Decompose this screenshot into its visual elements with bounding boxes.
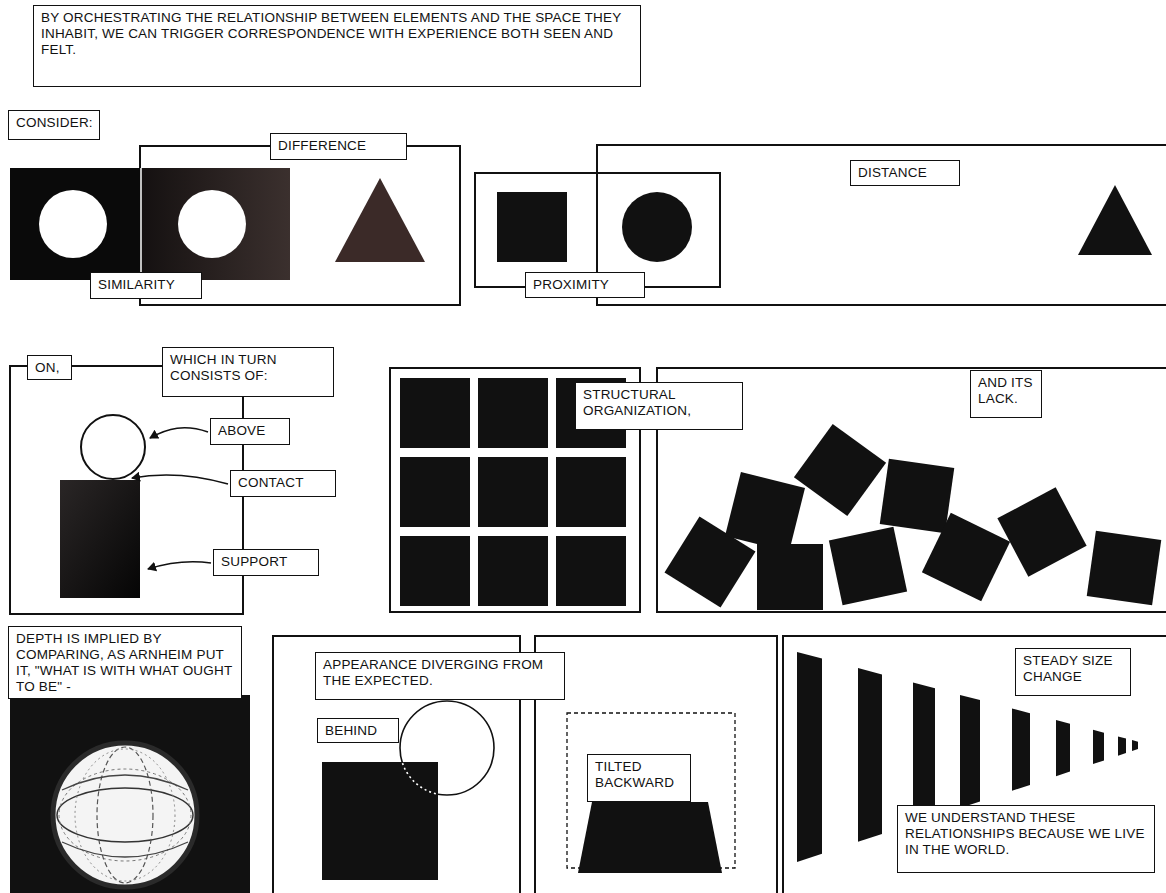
caption-text: PROXIMITY (533, 277, 637, 293)
caption-text: DISTANCE (858, 165, 952, 181)
caption-box: ABOVE (210, 418, 290, 445)
caption-box: APPEARANCE DIVERGING FROM THE EXPECTED. (315, 652, 565, 700)
grid-square (400, 457, 470, 527)
caption-box: DIFFERENCE (270, 133, 407, 160)
support-block (60, 480, 140, 598)
caption-text: STEADY SIZE CHANGE (1023, 653, 1123, 685)
caption-box: AND ITS LACK. (970, 370, 1042, 418)
grid-square (478, 457, 548, 527)
caption-text: BEHIND (325, 723, 391, 739)
caption-text: ON, (35, 360, 64, 376)
grid-square (400, 536, 470, 606)
caption-text: WHICH IN TURN CONSISTS OF: (170, 352, 326, 384)
scattered-square (757, 544, 823, 610)
caption-box: SUPPORT (213, 549, 319, 576)
sphere-ring (62, 775, 188, 790)
panel-border (597, 145, 1166, 305)
caption-box: STRUCTURAL ORGANIZATION, (575, 382, 743, 430)
sphere-ring (75, 749, 175, 881)
scattered-square (1087, 531, 1162, 606)
scattered-square (880, 459, 955, 534)
perspective-bar (1056, 720, 1070, 776)
triangle-shape (1078, 185, 1152, 255)
scattered-square (794, 424, 886, 516)
caption-box: ON, (27, 355, 72, 380)
black-square (322, 762, 438, 880)
caption-box: CONTACT (230, 470, 336, 497)
caption-box: PROXIMITY (525, 272, 645, 298)
white-circle (178, 190, 246, 258)
scattered-square (922, 513, 1010, 601)
leader-arrow (148, 562, 211, 569)
grid-square (556, 536, 626, 606)
sphere-ring (62, 842, 188, 857)
perspective-bar (913, 683, 935, 824)
perspective-bar (1132, 740, 1138, 751)
caption-text: APPEARANCE DIVERGING FROM THE EXPECTED. (323, 657, 557, 689)
caption-text: SUPPORT (221, 554, 311, 570)
panel-border (535, 636, 777, 893)
divider-line (140, 168, 142, 280)
perspective-bar (1118, 736, 1126, 755)
white-circle (39, 190, 107, 258)
caption-box: BEHIND (317, 718, 399, 743)
perspective-bar (1012, 709, 1030, 791)
caption-text: CONSIDER: (16, 115, 92, 131)
caption-text: WE UNDERSTAND THESE RELATIONSHIPS BECAUS… (905, 810, 1147, 858)
caption-box: DEPTH IS IMPLIED BY COMPARING, AS ARNHEI… (8, 626, 242, 699)
caption-text: TILTED BACKWARD (595, 759, 683, 791)
caption-box: WHICH IN TURN CONSISTS OF: (162, 347, 334, 397)
sphere (53, 743, 197, 887)
trapezoid-shape (578, 802, 722, 873)
caption-text: DIFFERENCE (278, 138, 399, 154)
caption-box: DISTANCE (850, 160, 960, 186)
grid-square (400, 378, 470, 448)
caption-box: BY ORCHESTRATING THE RELATIONSHIP BETWEE… (33, 5, 641, 87)
black-circle (622, 192, 692, 262)
perspective-bar (960, 695, 980, 808)
caption-box: SIMILARITY (90, 272, 202, 299)
black-panel (10, 695, 250, 893)
hidden-outline (400, 762, 438, 795)
dark-square (142, 168, 290, 280)
caption-text: ABOVE (218, 423, 282, 439)
caption-text: SIMILARITY (98, 277, 194, 293)
caption-box: TILTED BACKWARD (587, 754, 691, 802)
panel-border (10, 366, 243, 614)
sphere-ring (97, 747, 153, 883)
scattered-square (829, 527, 907, 605)
scattered-square (725, 472, 805, 552)
sphere-ring (59, 769, 191, 861)
black-square (497, 192, 567, 262)
ball-circle (81, 415, 145, 479)
perspective-bar (797, 652, 822, 862)
panel-border (783, 636, 1166, 893)
black-square (10, 168, 142, 280)
scattered-square (997, 487, 1086, 576)
caption-text: AND ITS LACK. (978, 375, 1034, 407)
grid-square (478, 536, 548, 606)
outline-circle (400, 701, 494, 795)
perspective-bar (858, 668, 882, 842)
caption-text: BY ORCHESTRATING THE RELATIONSHIP BETWEE… (41, 10, 633, 58)
caption-box: CONSIDER: (8, 110, 100, 140)
triangle-shape (335, 178, 425, 262)
leader-arrow (150, 428, 208, 438)
caption-box: STEADY SIZE CHANGE (1015, 648, 1131, 696)
caption-text: DEPTH IS IMPLIED BY COMPARING, AS ARNHEI… (16, 631, 234, 695)
caption-box: WE UNDERSTAND THESE RELATIONSHIPS BECAUS… (897, 805, 1155, 873)
perspective-bar (1093, 730, 1104, 764)
caption-text: STRUCTURAL ORGANIZATION, (583, 387, 735, 419)
leader-arrow (132, 475, 228, 484)
grid-square (556, 457, 626, 527)
caption-text: CONTACT (238, 475, 328, 491)
grid-square (478, 378, 548, 448)
